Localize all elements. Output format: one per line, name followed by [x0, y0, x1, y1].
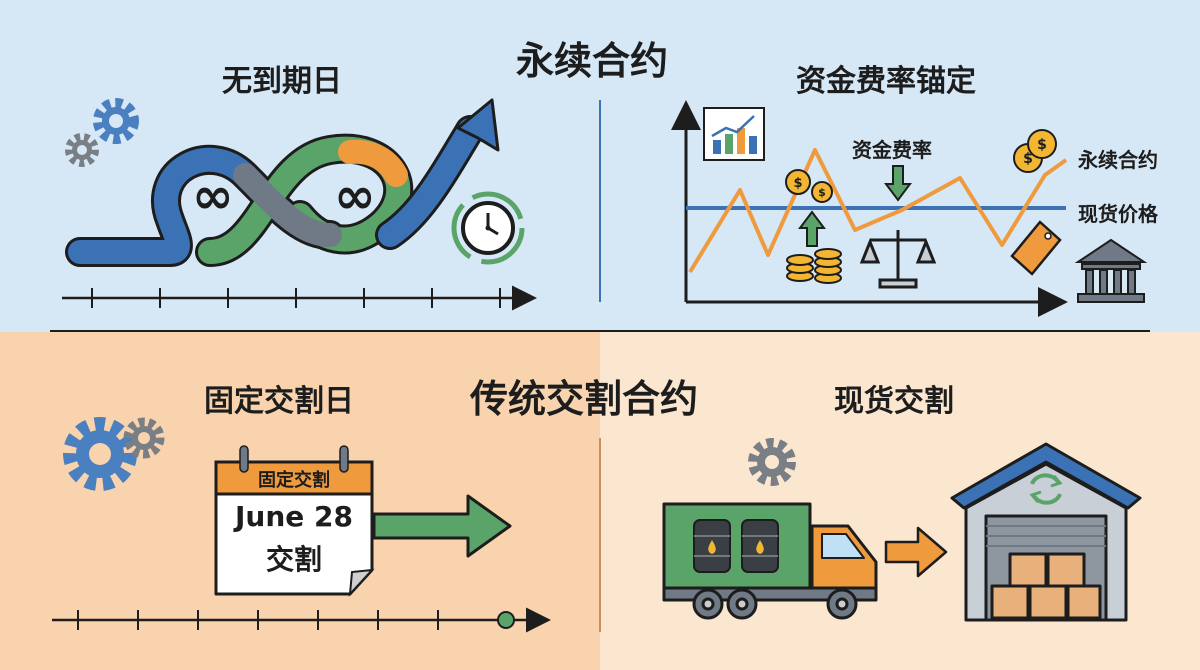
perpetual-price-line — [688, 148, 1068, 274]
timeline-ticks — [91, 288, 501, 308]
delivery-date-marker — [497, 611, 515, 629]
price-tag-icon — [1010, 220, 1062, 276]
coin-stack-icon — [786, 248, 842, 284]
perpetual-contract-title: 永续合约 — [516, 39, 669, 83]
gear-icon — [65, 133, 99, 167]
balance-scale-icon — [859, 230, 937, 289]
delivery-arrow — [372, 494, 512, 558]
growth-arrow-head — [456, 98, 500, 152]
svg-text:$: $ — [818, 186, 826, 199]
timeline-ticks — [77, 610, 439, 630]
coin-icon: $ — [811, 181, 833, 203]
traditional-contract-title: 传统交割合约 — [470, 377, 699, 421]
funding-anchor-title: 资金费率锚定 — [796, 64, 976, 99]
svg-text:$: $ — [793, 176, 802, 191]
infinity-ribbon — [65, 115, 485, 267]
oil-barrel-icon — [741, 519, 779, 573]
funding-rate-label: 资金费率 — [852, 138, 932, 162]
calendar-icon — [214, 445, 375, 597]
calendar-header-label: 固定交割 — [258, 470, 330, 491]
no-expiry-title: 无到期日 — [222, 64, 342, 99]
gear-icon — [63, 417, 137, 491]
gear-icon — [748, 438, 796, 486]
warehouse-icon — [950, 442, 1142, 622]
funding-up-arrow-icon — [798, 210, 826, 247]
legend-perpetual-contract: 永续合约 — [1078, 148, 1158, 172]
oil-barrel-icon — [693, 519, 731, 573]
coin-icon: $ — [785, 169, 811, 195]
bank-icon — [1074, 238, 1148, 303]
infinity-symbol-right: ∞ — [334, 167, 376, 225]
gear-icon — [123, 417, 165, 459]
svg-text:$: $ — [1023, 151, 1033, 167]
gear-icon — [93, 98, 139, 144]
calendar-note: 交割 — [265, 543, 322, 576]
physical-delivery-title: 现货交割 — [834, 384, 954, 419]
svg-text:$: $ — [1037, 137, 1047, 153]
legend-spot-price: 现货价格 — [1078, 202, 1158, 226]
truck-icon — [662, 502, 878, 620]
refresh-cycle-icon — [1029, 473, 1063, 505]
clock-icon — [451, 191, 525, 265]
calendar-date: June 28 — [235, 500, 353, 533]
bar-chart-icon — [703, 107, 765, 161]
infinity-symbol-left: ∞ — [192, 167, 234, 225]
transfer-arrow — [884, 526, 948, 578]
coin-icon: $ — [1027, 129, 1057, 159]
funding-down-arrow-icon — [884, 165, 912, 202]
fixed-date-title: 固定交割日 — [204, 384, 354, 419]
